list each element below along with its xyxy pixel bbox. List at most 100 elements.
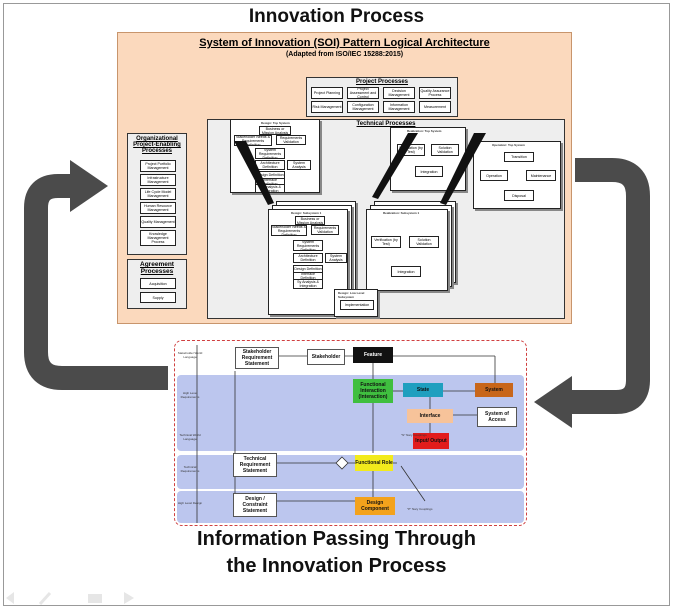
info-connectors bbox=[196, 345, 496, 523]
operation-top-card: Operation: Top System Transition Operati… bbox=[473, 141, 561, 209]
design-top-item: Stakeholder Needs & Requirements Definit… bbox=[234, 135, 272, 146]
technical-processes-title: Technical Processes bbox=[356, 121, 416, 127]
org-process-item: Life Cycle Model Management bbox=[140, 188, 176, 200]
node-state: State bbox=[403, 383, 443, 397]
agreement-processes-group: Agreement Processes Acquisition Supply bbox=[127, 259, 187, 309]
project-process-item: Decision Management bbox=[383, 87, 415, 99]
node-feature: Feature bbox=[353, 347, 393, 363]
top-title: Innovation Process bbox=[248, 6, 425, 27]
implementation-title: Design: Low Level Subsystem bbox=[338, 291, 365, 299]
realization-sub-title: Realization: Subsystem 1 bbox=[383, 211, 420, 215]
operation-top-item: Maintenance bbox=[526, 170, 556, 181]
soi-subtitle: (Adapted from ISO/IEC 15288:2015) bbox=[285, 51, 404, 58]
realization-top-item: Integration bbox=[415, 166, 443, 177]
org-process-item: Infrastructure Management bbox=[140, 174, 176, 186]
bottom-title-line2: the Innovation Process bbox=[226, 555, 447, 577]
menu-icon bbox=[88, 594, 102, 603]
realization-sub-card: Realization: Subsystem 1 Verification (b… bbox=[366, 209, 448, 291]
node-interface: Interface bbox=[407, 409, 453, 423]
side-label: High Level Requirements bbox=[180, 391, 200, 399]
org-processes-title: Organizational Project-Enabling Processe… bbox=[133, 136, 181, 154]
project-processes-title: Project Processes bbox=[355, 79, 409, 85]
node-input-output: Input/ Output bbox=[413, 433, 449, 449]
information-model-diagram: Stakeholder World Language High Level Re… bbox=[174, 340, 527, 526]
project-process-item: Measurement bbox=[419, 101, 451, 113]
agreement-process-item: Acquisition bbox=[140, 278, 176, 289]
design-sub-item: System Requirements Definition bbox=[293, 240, 323, 251]
node-system: System bbox=[475, 383, 513, 397]
org-process-item: Quality Management bbox=[140, 216, 176, 228]
design-sub-item: Stakeholder Needs & Requirements Definit… bbox=[271, 225, 307, 236]
node-technical-requirement: Technical Requirement Statement bbox=[233, 453, 277, 477]
design-sub-item: Sy Analysis & Integration bbox=[293, 279, 323, 289]
design-top-item: Sy Analysis & Integration bbox=[255, 184, 285, 193]
node-design-constraint: Design / Constraint Statement bbox=[233, 493, 277, 517]
implementation-item: Implementation bbox=[340, 300, 374, 310]
left-arrowhead bbox=[70, 160, 108, 212]
band-stakeholder bbox=[177, 343, 524, 373]
realization-top-title: Realization: Top System bbox=[407, 129, 442, 133]
pen-icon bbox=[38, 591, 52, 606]
right-arrowhead bbox=[534, 376, 572, 428]
org-processes-group: Organizational Project-Enabling Processe… bbox=[127, 133, 187, 255]
project-process-item: Risk Management bbox=[311, 101, 343, 113]
design-top-item: System Requirements Definition bbox=[255, 148, 285, 159]
soi-architecture-diagram: System of Innovation (SOI) Pattern Logic… bbox=[117, 32, 572, 324]
realization-top-item: Solution Validation bbox=[431, 144, 459, 156]
side-label: High Level Design bbox=[177, 501, 203, 505]
node-system-of-access: System of Access bbox=[477, 407, 517, 427]
project-process-item: Project Planning bbox=[311, 87, 343, 99]
operation-flow-arrow bbox=[372, 133, 418, 199]
slide-frame bbox=[3, 3, 670, 606]
design-sub-item: Requirements Validation bbox=[311, 225, 339, 235]
project-process-item: Quality Assurance Process bbox=[419, 87, 451, 99]
node-functional-role: Functional Role bbox=[355, 455, 393, 471]
realization-sub-item: Solution Validation bbox=[409, 236, 439, 248]
operation-top-item: Disposal bbox=[504, 190, 534, 201]
side-label: Technical World Language bbox=[179, 433, 201, 441]
agreement-process-item: Supply bbox=[140, 292, 176, 303]
prev-slide-icon bbox=[6, 592, 14, 604]
node-stakeholder: Stakeholder bbox=[307, 349, 345, 365]
realization-sub-item: Integration bbox=[391, 266, 421, 277]
design-sub-title: Design: Subsystem 1 bbox=[291, 211, 322, 215]
agreement-processes-title: Agreement Processes bbox=[140, 261, 174, 275]
node-design-component: Design Component bbox=[355, 497, 395, 515]
note-n-ary-2: "P" Nary Couplings bbox=[407, 507, 433, 511]
side-label: Technical Requirements bbox=[180, 465, 200, 473]
design-top-title: Design: Top System bbox=[261, 121, 290, 125]
project-process-item: Configuration Management bbox=[347, 101, 379, 113]
realization-sub-item: Verification (by Test) bbox=[371, 236, 401, 248]
side-label: Stakeholder World Language bbox=[177, 351, 203, 359]
design-sub-item: System Analysis bbox=[325, 253, 347, 263]
junction-diamond bbox=[335, 456, 349, 470]
project-process-item: Information Management bbox=[383, 101, 415, 113]
org-process-item: Knowledge Management Process bbox=[140, 230, 176, 246]
design-sub-card: Design: Subsystem 1 Business or Mission … bbox=[268, 209, 348, 315]
slide-controls bbox=[6, 591, 134, 606]
bottom-title-line1: Information Passing Through bbox=[197, 528, 476, 550]
note-n-ary-1: "N" Nary Couplings bbox=[401, 433, 427, 437]
design-sub-item: Architecture Definition bbox=[293, 253, 323, 263]
design-flow-arrow bbox=[234, 141, 274, 205]
right-down-arrow bbox=[568, 158, 650, 414]
org-process-item: Project Portfolio Management bbox=[140, 160, 176, 172]
org-process-item: Human Resource Management bbox=[140, 202, 176, 214]
left-return-arrow bbox=[24, 174, 168, 390]
realization-flow-arrow bbox=[440, 133, 486, 205]
project-process-item: Project Assessment and Control bbox=[347, 87, 379, 99]
node-stakeholder-requirement: Stakeholder Requirement Statement bbox=[235, 347, 279, 369]
project-processes-group: Project Processes Project Planning Proje… bbox=[306, 77, 458, 117]
node-functional-interaction: Functional Interaction (Interaction) bbox=[353, 379, 393, 403]
implementation-card: Design: Low Level Subsystem Implementati… bbox=[334, 289, 378, 317]
soi-title: System of Innovation (SOI) Pattern Logic… bbox=[199, 37, 490, 49]
design-top-item: Business or Mission Analysis bbox=[259, 126, 291, 135]
design-sub-item: Business or Mission Analysis bbox=[295, 216, 325, 225]
operation-top-title: Operation: Top System bbox=[492, 143, 525, 147]
next-slide-icon bbox=[124, 592, 134, 604]
design-top-item: Requirements Validation bbox=[276, 135, 306, 145]
operation-top-item: Operation bbox=[480, 170, 508, 181]
design-top-item: System Analysis bbox=[287, 160, 311, 170]
operation-top-item: Transition bbox=[504, 152, 534, 162]
